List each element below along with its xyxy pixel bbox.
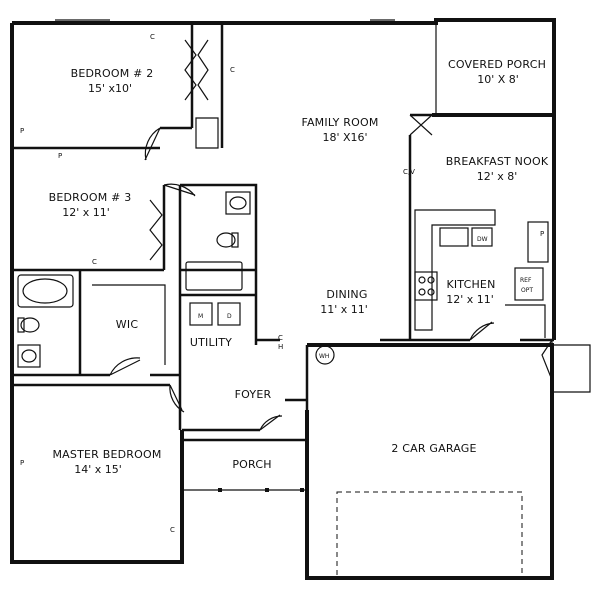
water-heater-mark: WH xyxy=(319,353,329,360)
wic-name: WIC xyxy=(116,318,139,331)
fixtures xyxy=(17,19,549,579)
room-labels: BEDROOM # 2 15' x10' FAMILY ROOM 18' X16… xyxy=(49,58,549,476)
heat-mark: H xyxy=(278,343,283,351)
breakfast-size: 12' x 8' xyxy=(477,170,518,183)
closet-doors xyxy=(149,39,209,261)
utility-name: UTILITY xyxy=(190,336,232,349)
washer-mark: M xyxy=(198,313,203,320)
family-name: FAMILY ROOM xyxy=(301,116,378,129)
family-size: 18' X16' xyxy=(322,131,367,144)
breakfast-name: BREAKFAST NOOK xyxy=(446,155,549,168)
phone-mark: P xyxy=(20,127,24,135)
exterior-walls xyxy=(10,18,556,580)
covered-porch-name: COVERED PORCH xyxy=(448,58,546,71)
kitchen-name: KITCHEN xyxy=(446,278,495,291)
dishwasher-mark: DW xyxy=(477,236,488,243)
dining-name: DINING xyxy=(326,288,367,301)
phone-mark: P xyxy=(58,152,62,160)
master-size: 14' x 15' xyxy=(74,463,122,476)
kitchen-size: 12' x 11' xyxy=(446,293,494,306)
phone-mark: P xyxy=(20,459,24,467)
master-name: MASTER BEDROOM xyxy=(52,448,161,461)
bedroom3-size: 12' x 11' xyxy=(62,206,110,219)
fridge-mark: REF xyxy=(520,277,532,284)
bedroom3-name: BEDROOM # 3 xyxy=(49,191,132,204)
dining-size: 11' x 11' xyxy=(320,303,368,316)
interior-walls xyxy=(12,20,554,491)
porch-name: PORCH xyxy=(232,458,271,471)
dryer-mark: D xyxy=(227,313,232,320)
ceiling-mark: C xyxy=(278,334,283,342)
ceiling-mark: C xyxy=(150,33,155,41)
foyer-name: FOYER xyxy=(235,388,272,401)
bedroom2-name: BEDROOM # 2 xyxy=(71,67,154,80)
pantry-mark: P xyxy=(540,230,544,238)
fixture-marks: C C P P C C,V C H WH DW REF OPT M D P P … xyxy=(20,33,544,534)
cable-mark: C,V xyxy=(403,168,415,176)
bedroom2-size: 15' x10' xyxy=(88,82,132,95)
fridge-opt-mark: OPT xyxy=(521,287,533,294)
ceiling-mark: C xyxy=(230,66,235,74)
covered-porch-size: 10' X 8' xyxy=(477,73,519,86)
doors xyxy=(109,114,591,431)
ceiling-mark: C xyxy=(170,526,175,534)
garage-name: 2 CAR GARAGE xyxy=(391,442,476,455)
ceiling-mark: C xyxy=(92,258,97,266)
